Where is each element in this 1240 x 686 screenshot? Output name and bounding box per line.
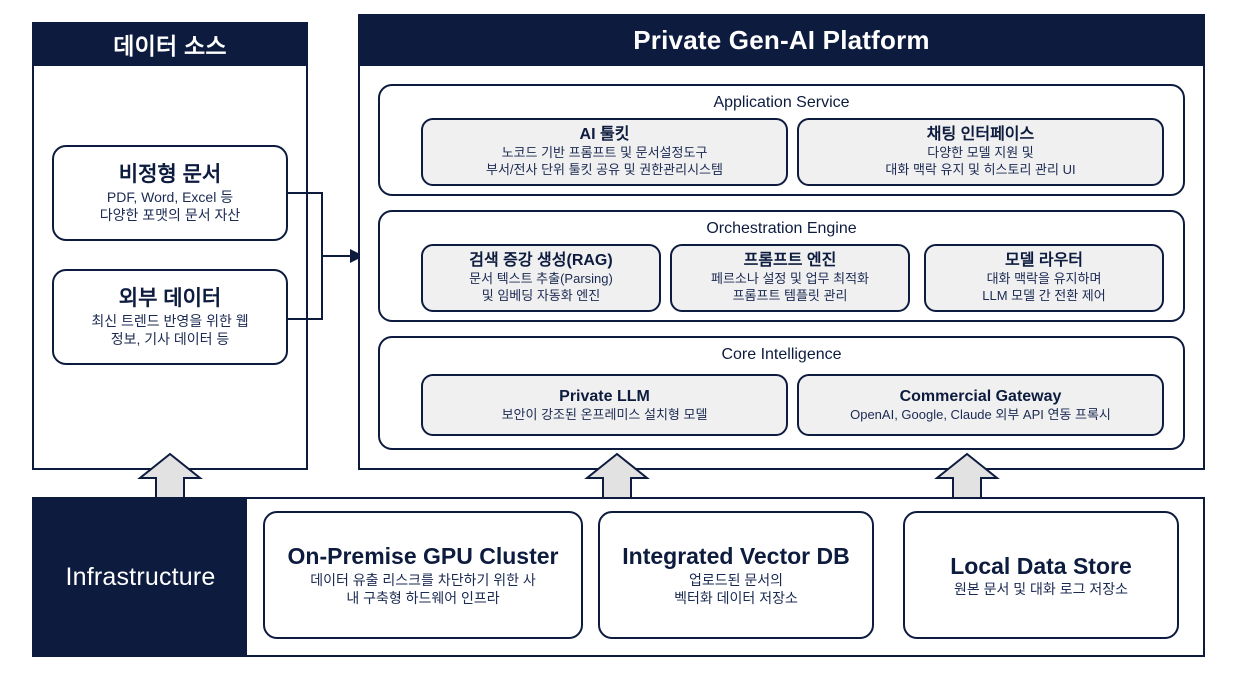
data-source-header-label: 데이터 소스	[113, 33, 227, 59]
platform-header: Private Gen-AI Platform	[358, 14, 1205, 66]
card-title: Private LLM	[559, 387, 650, 405]
card-commercial-gateway[interactable]: Commercial Gateway OpenAI, Google, Claud…	[797, 374, 1164, 436]
card-desc-line1: PDF, Word, Excel 등	[106, 188, 234, 205]
card-title: 외부 데이터	[118, 286, 222, 310]
card-desc-line1: 대화 맥락을 유지하며	[986, 271, 1102, 287]
card-desc-line1: 보안이 강조된 온프레미스 설치형 모델	[501, 406, 708, 422]
card-ai-toolkit[interactable]: AI 툴킷 노코드 기반 프롬프트 및 문서설정도구 부서/전사 단위 툴킷 공…	[421, 118, 788, 186]
up-arrow-to-platform-right	[934, 452, 1000, 501]
card-desc-line2: 부서/전사 단위 툴킷 공유 및 권한관리시스템	[486, 162, 723, 177]
card-model-router[interactable]: 모델 라우터 대화 맥락을 유지하며 LLM 모델 간 전환 제어	[924, 244, 1164, 312]
up-arrow-to-platform-left	[584, 452, 650, 501]
card-title: 프롬프트 엔진	[743, 252, 837, 270]
data-source-header: 데이터 소스	[32, 22, 308, 66]
card-title: AI 툴킷	[579, 126, 630, 144]
card-desc-line2: 벡터화 데이터 저장소	[674, 590, 798, 607]
card-desc-line1: 데이터 유출 리스크를 차단하기 위한 사	[310, 572, 536, 589]
card-prompt-engine[interactable]: 프롬프트 엔진 페르소나 설정 및 업무 최적화 프롬프트 템플릿 관리	[670, 244, 910, 312]
platform-header-label: Private Gen-AI Platform	[633, 24, 930, 55]
card-integrated-vector-db[interactable]: Integrated Vector DB 업로드된 문서의 벡터화 데이터 저장…	[598, 511, 874, 639]
data-source-to-platform-connector	[286, 186, 366, 326]
layer-title: Orchestration Engine	[706, 220, 857, 237]
layer-title: Application Service	[713, 94, 850, 111]
card-title: Local Data Store	[950, 552, 1132, 579]
card-title: 채팅 인터페이스	[926, 126, 1035, 144]
card-title: 모델 라우터	[1004, 252, 1084, 270]
card-desc-line2: 정보, 기사 데이터 등	[110, 331, 230, 348]
card-desc-line1: OpenAI, Google, Claude 외부 API 연동 프록시	[850, 406, 1111, 422]
layer-title: Core Intelligence	[721, 346, 842, 363]
card-desc-line1: 최신 트렌드 반영을 위한 웹	[91, 312, 249, 329]
card-desc-line1: 업로드된 문서의	[688, 572, 784, 589]
card-desc-line2: 다양한 포맷의 문서 자산	[99, 207, 241, 224]
card-desc-line1: 문서 텍스트 추출(Parsing)	[469, 271, 613, 287]
card-title: Integrated Vector DB	[622, 543, 850, 570]
card-chat-interface[interactable]: 채팅 인터페이스 다양한 모델 지원 및 대화 맥락 유지 및 히스토리 관리 …	[797, 118, 1164, 186]
card-private-llm[interactable]: Private LLM 보안이 강조된 온프레미스 설치형 모델	[421, 374, 788, 436]
card-desc-line2: LLM 모델 간 전환 제어	[982, 288, 1106, 303]
data-source-panel	[32, 66, 308, 470]
data-source-card-external-data[interactable]: 외부 데이터 최신 트렌드 반영을 위한 웹 정보, 기사 데이터 등	[52, 269, 288, 365]
card-rag[interactable]: 검색 증강 생성(RAG) 문서 텍스트 추출(Parsing) 및 임베딩 자…	[421, 244, 661, 312]
card-desc-line2: 프롬프트 템플릿 관리	[732, 288, 848, 303]
card-title: Commercial Gateway	[899, 387, 1062, 405]
card-desc-line1: 페르소나 설정 및 업무 최적화	[711, 271, 869, 287]
card-desc-line2: 및 임베딩 자동화 엔진	[481, 288, 601, 303]
infrastructure-label-block: Infrastructure	[34, 499, 247, 655]
card-desc-line1: 노코드 기반 프롬프트 및 문서설정도구	[501, 145, 708, 161]
card-local-data-store[interactable]: Local Data Store 원본 문서 및 대화 로그 저장소	[903, 511, 1179, 639]
up-arrow-to-data-source	[137, 452, 203, 501]
card-desc-line2: 내 구축형 하드웨어 인프라	[346, 590, 500, 607]
data-source-card-unstructured-documents[interactable]: 비정형 문서 PDF, Word, Excel 등 다양한 포맷의 문서 자산	[52, 145, 288, 241]
card-title: 비정형 문서	[118, 162, 222, 186]
card-desc-line1: 원본 문서 및 대화 로그 저장소	[953, 581, 1128, 598]
card-on-premise-gpu-cluster[interactable]: On-Premise GPU Cluster 데이터 유출 리스크를 차단하기 …	[263, 511, 583, 639]
infrastructure-label: Infrastructure	[65, 562, 216, 591]
card-desc-line1: 다양한 모델 지원 및	[927, 145, 1034, 161]
card-title: 검색 증강 생성(RAG)	[469, 252, 613, 270]
card-desc-line2: 대화 맥락 유지 및 히스토리 관리 UI	[885, 162, 1076, 177]
card-title: On-Premise GPU Cluster	[287, 543, 559, 570]
